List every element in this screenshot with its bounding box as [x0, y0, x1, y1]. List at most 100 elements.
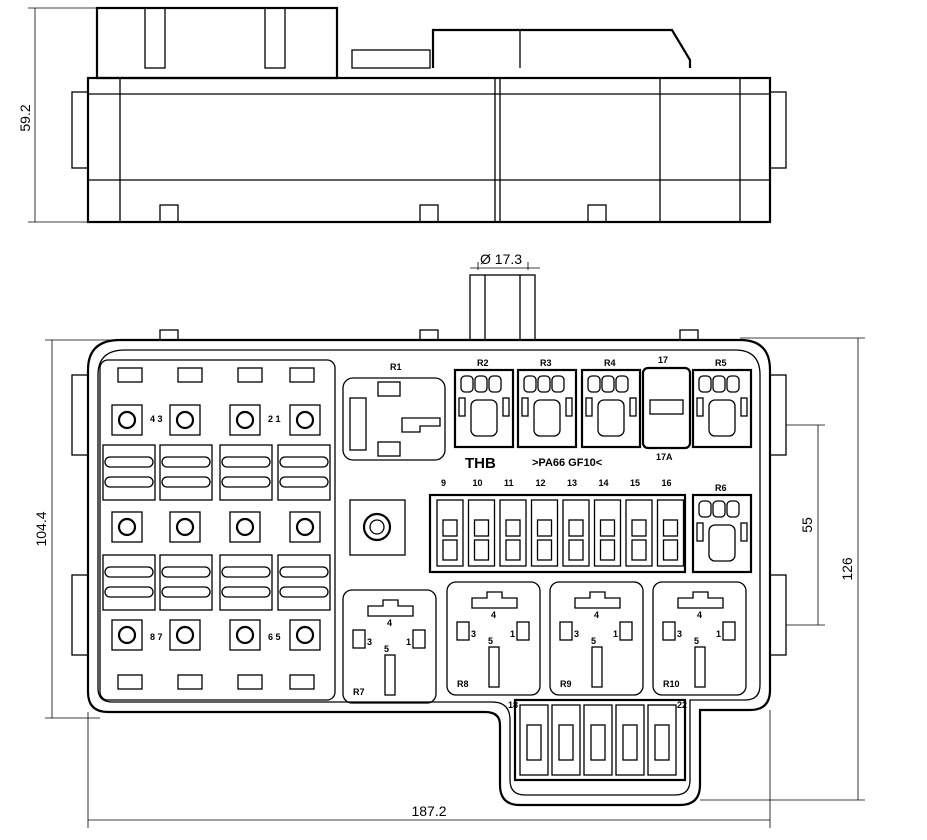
relay-socket — [691, 493, 753, 574]
maxi-clip — [289, 367, 315, 383]
terminal-bolt — [235, 517, 255, 537]
mini-fuse-label: 13 — [567, 478, 577, 488]
relay-pin — [740, 397, 748, 417]
relay-socket — [691, 368, 753, 449]
relay-pin — [551, 375, 565, 393]
fuse-slot — [221, 566, 271, 578]
relay-pin — [726, 500, 740, 518]
relay-pin — [740, 522, 748, 542]
relay-pin — [726, 375, 740, 393]
bottom-fuse-first: 18 — [508, 700, 518, 710]
pin-label: 5 — [384, 644, 389, 654]
relay-r5[interactable]: R5 — [691, 358, 753, 449]
relay-pin-3 — [352, 629, 366, 649]
fuse-slot — [279, 476, 329, 488]
terminal-bolt — [117, 625, 137, 645]
mini-fuse-terminal — [599, 519, 616, 537]
mini-fuse-terminal — [622, 724, 638, 761]
mini-fuse-terminal — [442, 519, 458, 537]
relay-r3[interactable]: R3 — [516, 358, 578, 449]
terminal-bolt — [295, 410, 315, 430]
maxi-fuse — [219, 554, 273, 611]
mini-fuse — [499, 499, 527, 567]
relay-pin-3 — [456, 621, 470, 641]
relay-r6[interactable]: R6 — [691, 483, 753, 574]
mini-fuse-terminal — [526, 724, 542, 761]
pin-label: 3 — [367, 637, 372, 647]
mini-fuse-terminal — [505, 519, 521, 537]
maxi-clip — [117, 367, 143, 383]
mini-fuse-terminal — [590, 724, 606, 761]
relay-pin — [458, 397, 466, 417]
pin-label: 5 — [694, 636, 699, 646]
mini-fuse-terminal — [631, 519, 647, 537]
pin-label: 4 — [697, 610, 702, 620]
terminal-pad — [229, 619, 261, 651]
fuse-slot — [279, 566, 329, 578]
fuse-slot — [221, 586, 271, 598]
relay-pin — [488, 375, 502, 393]
terminal-pad — [111, 511, 143, 543]
maxi-fuse-block: 4 3 2 1 8 7 6 5 — [99, 359, 336, 701]
relay-socket — [580, 368, 642, 449]
maxi-label-21: 2 1 — [268, 414, 281, 424]
relay-r9-label: R9 — [560, 679, 572, 689]
maxi-fuse — [219, 444, 273, 501]
relay-r2[interactable]: R2 — [453, 358, 515, 449]
relay-r2-label: R2 — [477, 358, 489, 368]
mini-fuse-terminal — [568, 539, 584, 561]
relay-pin-4 — [367, 599, 414, 617]
material-marking: >PA66 GF10< — [532, 457, 602, 469]
fuse-slot — [221, 476, 271, 488]
mini-fuse-terminal — [662, 519, 679, 537]
pin-label: 3 — [574, 629, 579, 639]
relay-r4[interactable]: R4 — [580, 358, 642, 449]
relay-pin — [615, 375, 629, 393]
mini-fuse-terminal — [654, 724, 670, 761]
relay-pin-5 — [694, 646, 706, 688]
mini-fuse-label: 9 — [441, 478, 446, 488]
pin-label: 1 — [613, 629, 618, 639]
maxi-fuse — [102, 554, 156, 611]
mini-fuse-terminal — [442, 539, 458, 561]
relay-coil — [533, 399, 561, 437]
relay-r10-label: R10 — [663, 679, 680, 689]
fuse-17[interactable]: 17 17A — [641, 355, 692, 462]
mini-fuse-terminal — [662, 539, 679, 561]
terminal-bolt — [235, 625, 255, 645]
relay-r3-label: R3 — [540, 358, 552, 368]
mini-fuse — [647, 704, 677, 776]
relay-pin-3 — [559, 621, 573, 641]
fuse-slot — [104, 586, 154, 598]
relay-pin — [696, 522, 704, 542]
relay-r9[interactable]: 4 3 1 5R9 — [549, 581, 644, 696]
relay-socket — [516, 368, 578, 449]
relay-coil — [708, 524, 736, 562]
pin-label: 4 — [594, 610, 599, 620]
pin-label: 5 — [591, 636, 596, 646]
relay-pin — [585, 397, 593, 417]
relay-pin-5 — [488, 646, 500, 688]
maxi-clip — [177, 367, 203, 383]
terminal-pad — [111, 619, 143, 651]
terminal-pad — [169, 619, 201, 651]
mini-fuse — [656, 499, 685, 567]
relay-pin-1 — [516, 621, 530, 641]
brand-marking: THB — [465, 455, 496, 472]
relay-pin — [696, 397, 704, 417]
relay-pin-5 — [384, 654, 396, 696]
fuse-slot — [279, 586, 329, 598]
relay-r1[interactable]: R1 — [342, 362, 446, 461]
maxi-clip — [289, 674, 315, 690]
relay-pin-3 — [662, 621, 676, 641]
terminal-pad — [229, 511, 261, 543]
bottom-fuse-row: 18 22 — [508, 698, 687, 782]
fuse-slot — [161, 456, 211, 468]
mini-fuse-label: 14 — [599, 478, 609, 488]
mini-fuse-terminal — [568, 519, 584, 537]
